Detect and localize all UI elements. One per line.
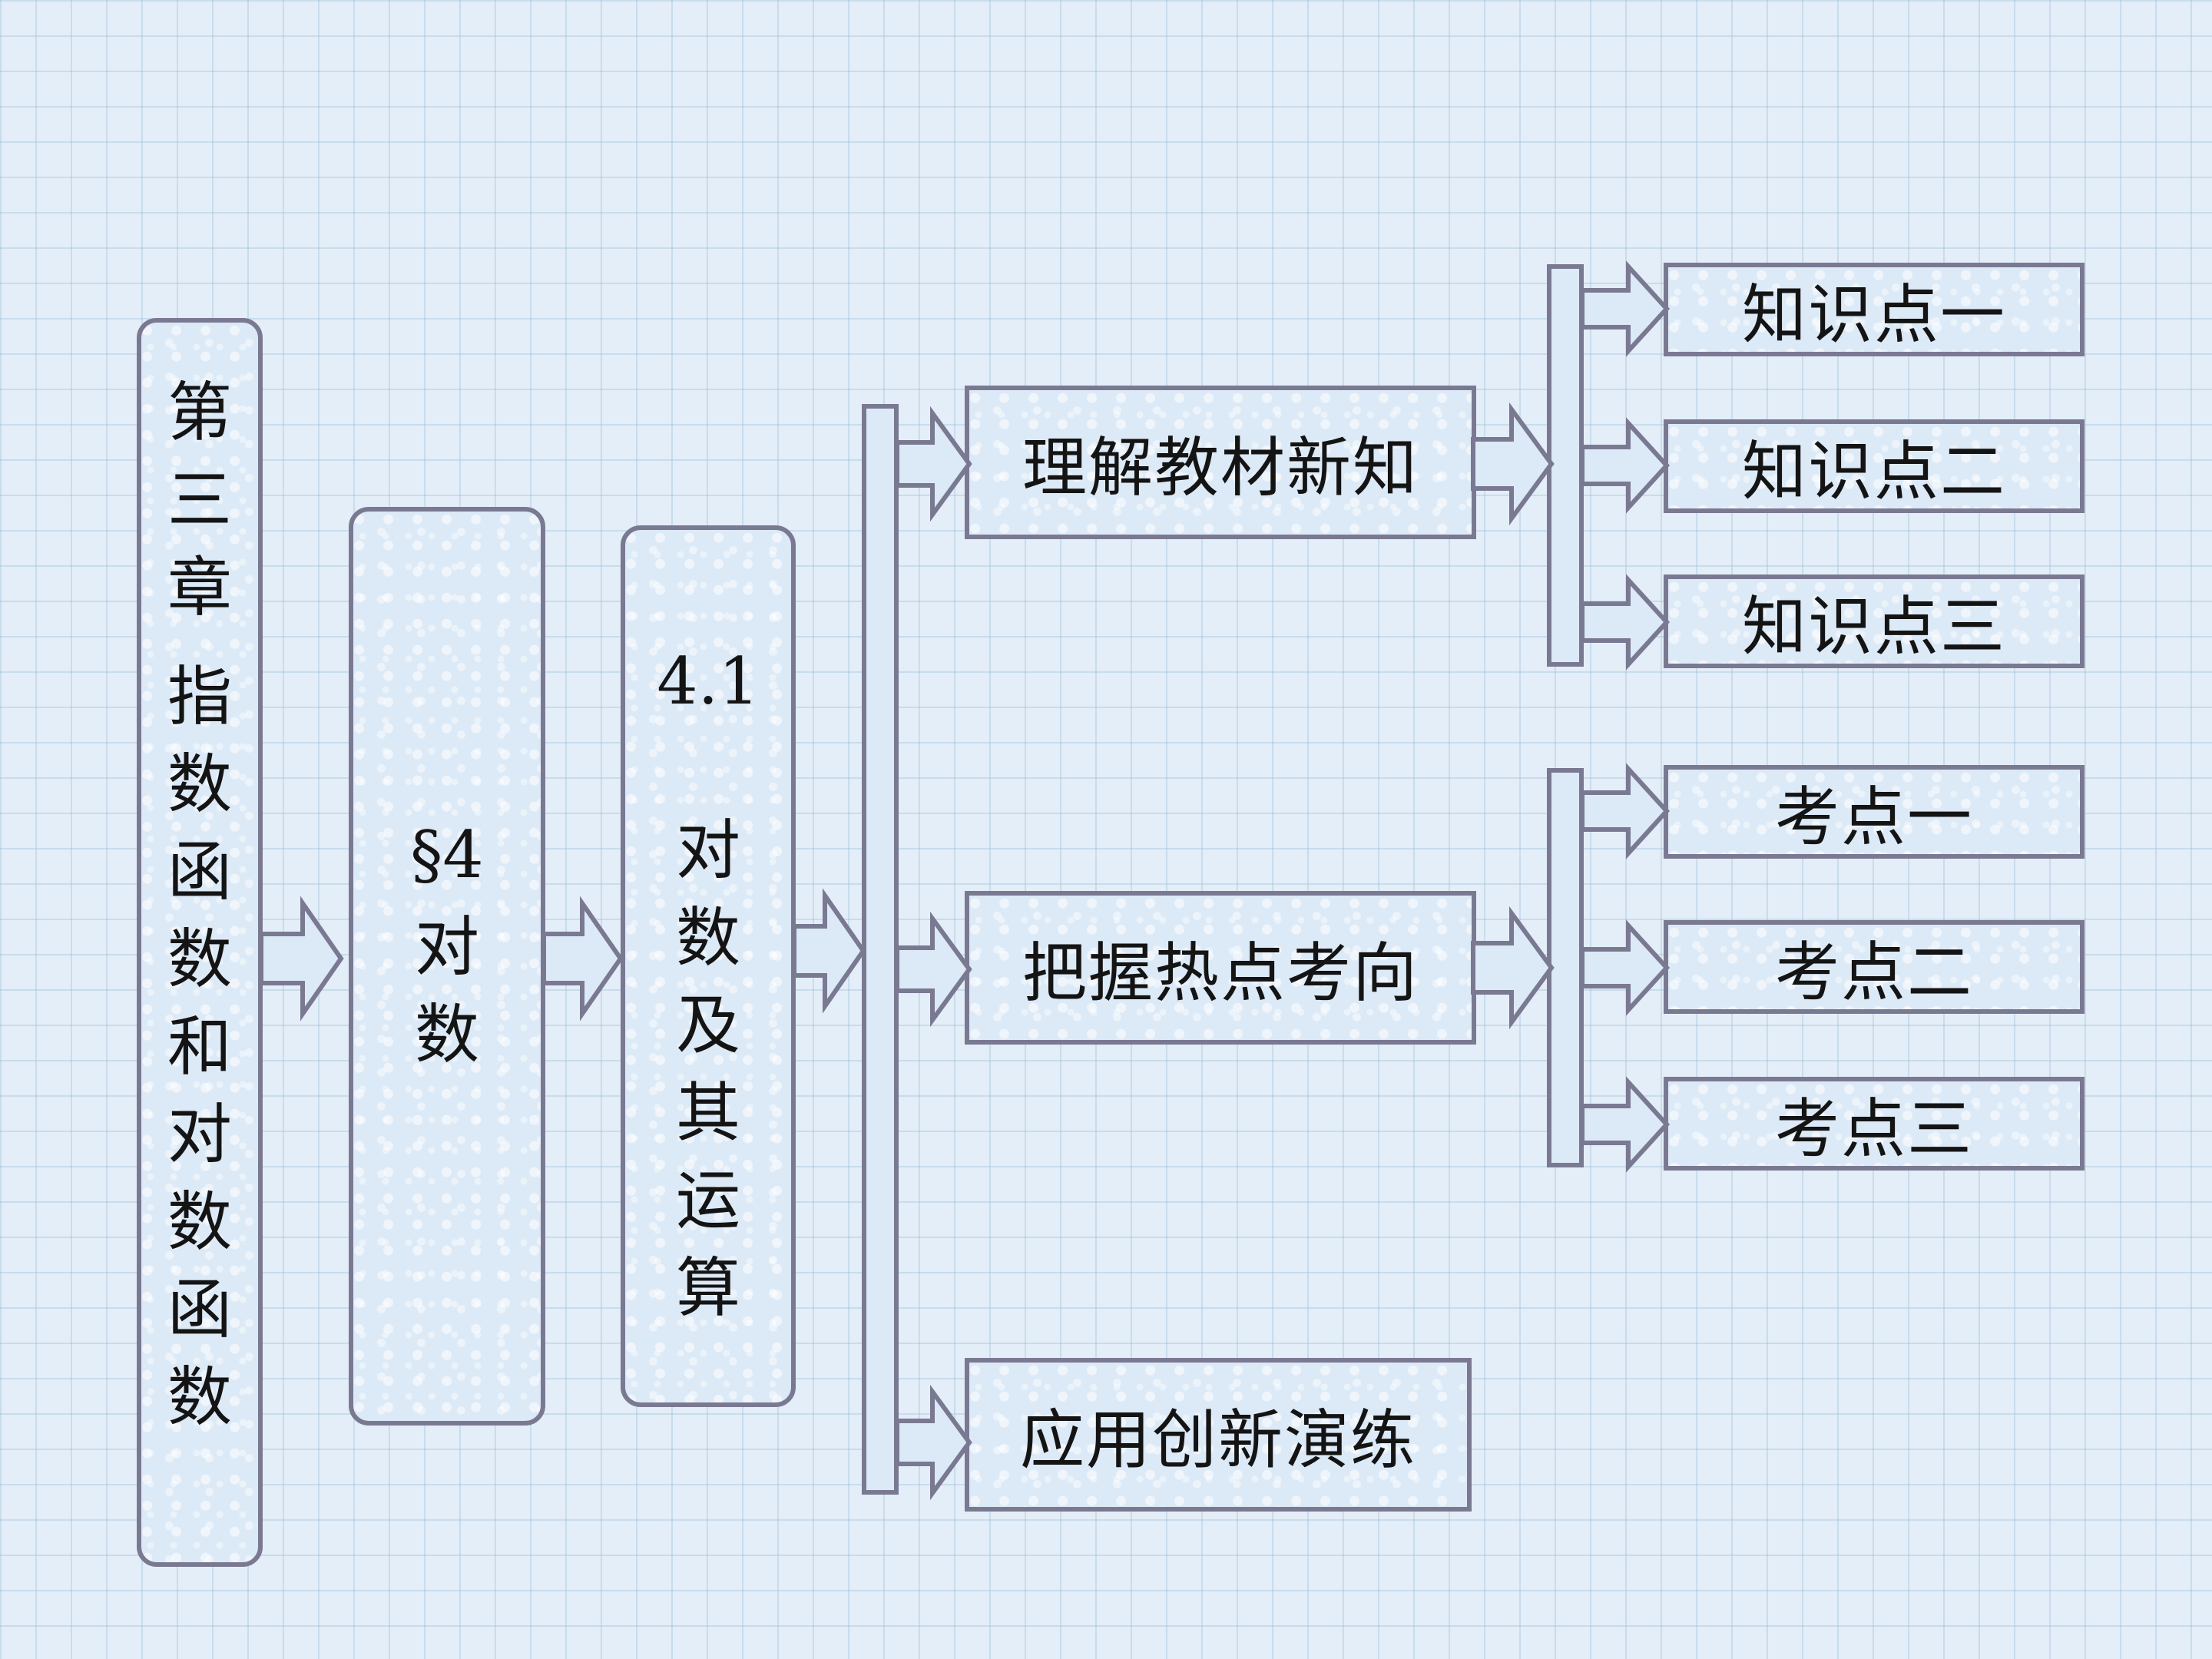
arrow-to-exam-point-3	[1580, 1076, 1671, 1173]
arrow-bar-to-hotspots	[895, 911, 972, 1028]
knowledge-point-1-label: 知识点一	[1741, 276, 2006, 353]
arrow-subsection-to-bar	[792, 888, 866, 1014]
arrow-section-to-subsection	[541, 896, 624, 1022]
knowledge-point-2-label: 知识点二	[1741, 433, 2006, 509]
exam-point-3-label: 考点三	[1774, 1091, 1973, 1167]
arrow-to-exam-point-2	[1580, 919, 1671, 1016]
arrow-chapter-to-section	[259, 896, 344, 1022]
section-number: §4	[410, 817, 484, 892]
section-title: 对 数	[414, 909, 479, 1072]
knowledge-point-3-label: 知识点三	[1741, 588, 2006, 664]
subsection-number: 4.1	[657, 644, 760, 719]
exam-point-1-label: 考点一	[1774, 779, 1973, 855]
branch-understand-label: 理解教材新知	[1022, 429, 1419, 505]
arrow-bar-to-practice	[895, 1384, 972, 1501]
arrow-hotspots-to-exam	[1471, 906, 1555, 1030]
subsection-box[interactable]: 4.1 对 数 及 其 运 算	[621, 525, 796, 1407]
branch-practice[interactable]: 应用创新演练	[965, 1358, 1472, 1512]
arrow-to-knowledge-point-2	[1580, 417, 1671, 514]
arrow-to-exam-point-1	[1580, 763, 1671, 859]
exam-point-2-label: 考点二	[1774, 934, 1973, 1010]
exam-point-1[interactable]: 考点一	[1664, 765, 2085, 859]
arrow-to-knowledge-point-1	[1580, 260, 1671, 357]
chapter-box[interactable]: 第 三 章 指 数 函 数 和 对 数 函 数	[137, 318, 263, 1567]
branch-practice-label: 应用创新演练	[1019, 1402, 1416, 1478]
branch-hotspots[interactable]: 把握热点考向	[965, 891, 1476, 1045]
knowledge-point-3[interactable]: 知识点三	[1664, 575, 2085, 668]
branch-understand[interactable]: 理解教材新知	[965, 386, 1476, 539]
arrow-to-knowledge-point-3	[1580, 574, 1671, 671]
subsection-title: 对 数 及 其 运 算	[675, 813, 740, 1326]
chapter-number: 第 三 章	[167, 375, 232, 625]
arrow-bar-to-understand	[895, 406, 972, 522]
arrow-understand-to-knowledge	[1471, 402, 1555, 526]
knowledge-point-2[interactable]: 知识点二	[1664, 419, 2085, 513]
exam-point-3[interactable]: 考点三	[1664, 1077, 2085, 1171]
chapter-title: 指 数 函 数 和 对 数 函 数	[167, 659, 232, 1435]
section-box[interactable]: §4 对 数	[349, 507, 545, 1426]
branch-hotspots-label: 把握热点考向	[1022, 935, 1419, 1011]
knowledge-point-1[interactable]: 知识点一	[1664, 263, 2085, 356]
exam-point-2[interactable]: 考点二	[1664, 920, 2085, 1014]
